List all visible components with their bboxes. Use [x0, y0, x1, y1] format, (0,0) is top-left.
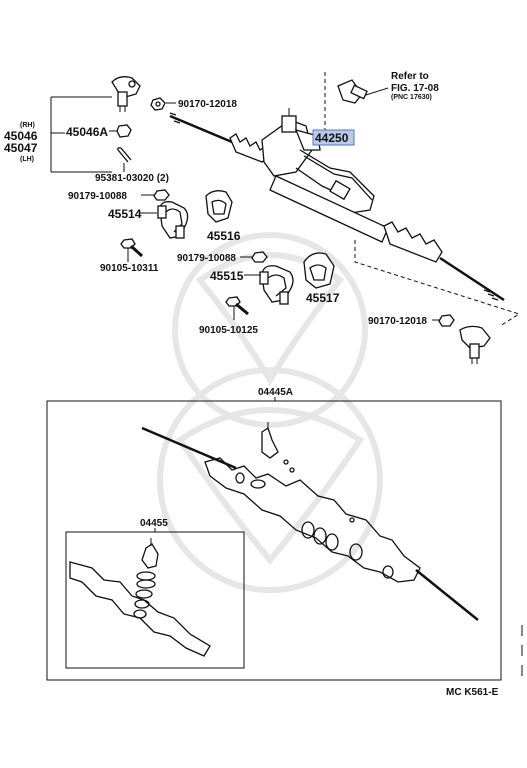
seal-kit-rack-icon: [69, 538, 211, 657]
rh-label: (RH): [20, 122, 35, 129]
part-45046-label[interactable]: 45046: [4, 129, 38, 143]
cotter-pin-icon: [117, 147, 132, 163]
nut-90170-12018-bottom-icon: [438, 314, 455, 327]
gasket-kit-rack-icon: [141, 422, 479, 621]
bracket-45515-icon: [259, 265, 294, 305]
bolt-90105-10125-icon: [225, 296, 249, 316]
rh-lh-bracket: [50, 96, 112, 173]
kit-04445A-label[interactable]: 04445A: [258, 387, 293, 398]
steering-rack-assembly-icon: [169, 108, 505, 302]
kit-04455-box: [65, 531, 245, 669]
part-90170-12018-top-label[interactable]: 90170-12018: [178, 99, 237, 110]
washer-90179-10088-b-icon: [251, 251, 268, 263]
part-45514-label[interactable]: 45514: [108, 207, 142, 221]
reference-line1: Refer to: [391, 71, 429, 82]
part-45517-label[interactable]: 45517: [306, 291, 340, 305]
bolt-90105-10311-icon: [120, 238, 144, 258]
part-45515-label[interactable]: 45515: [210, 269, 244, 283]
part-90105-10125-label[interactable]: 90105-10125: [199, 325, 258, 336]
diagram-code: MC K561-E: [446, 687, 499, 698]
part-44250-highlight: [312, 129, 355, 146]
kit-04455-label[interactable]: 04455: [140, 518, 168, 529]
nut-90170-12018-top-icon: [150, 97, 166, 111]
part-45047-label[interactable]: 45047: [4, 141, 38, 155]
reference-line3: (PNC 17630): [391, 94, 432, 101]
lh-label: (LH): [20, 156, 34, 163]
part-44250-label[interactable]: 44250: [315, 131, 349, 145]
reference-line2[interactable]: FIG. 17-08: [391, 83, 439, 94]
watermark-emblem: [157, 232, 383, 593]
bushing-45516-icon: [205, 190, 233, 223]
part-95381-label[interactable]: 95381-03020 (2): [95, 173, 169, 184]
tie-rod-end-top-icon: [111, 76, 141, 112]
part-90170-12018-bottom-label[interactable]: 90170-12018: [368, 316, 427, 327]
part-90179-10088-a-label[interactable]: 90179-10088: [68, 191, 127, 202]
part-90179-10088-b-label[interactable]: 90179-10088: [177, 253, 236, 264]
part-45046A-label[interactable]: 45046A: [66, 125, 108, 139]
bracket-45514-icon: [157, 201, 189, 239]
kit-04445A-box: [46, 400, 502, 681]
part-90105-10311-label[interactable]: 90105-10311: [100, 263, 159, 274]
reference-fitting-icon: [337, 79, 389, 104]
bushing-45517-icon: [303, 252, 335, 289]
lock-nut-45046A-icon: [116, 124, 132, 138]
tie-rod-end-bottom-icon: [459, 325, 491, 364]
right-end-dashed-leader: [354, 240, 521, 327]
washer-90179-10088-a-icon: [153, 189, 170, 201]
part-45516-label[interactable]: 45516: [207, 229, 241, 243]
